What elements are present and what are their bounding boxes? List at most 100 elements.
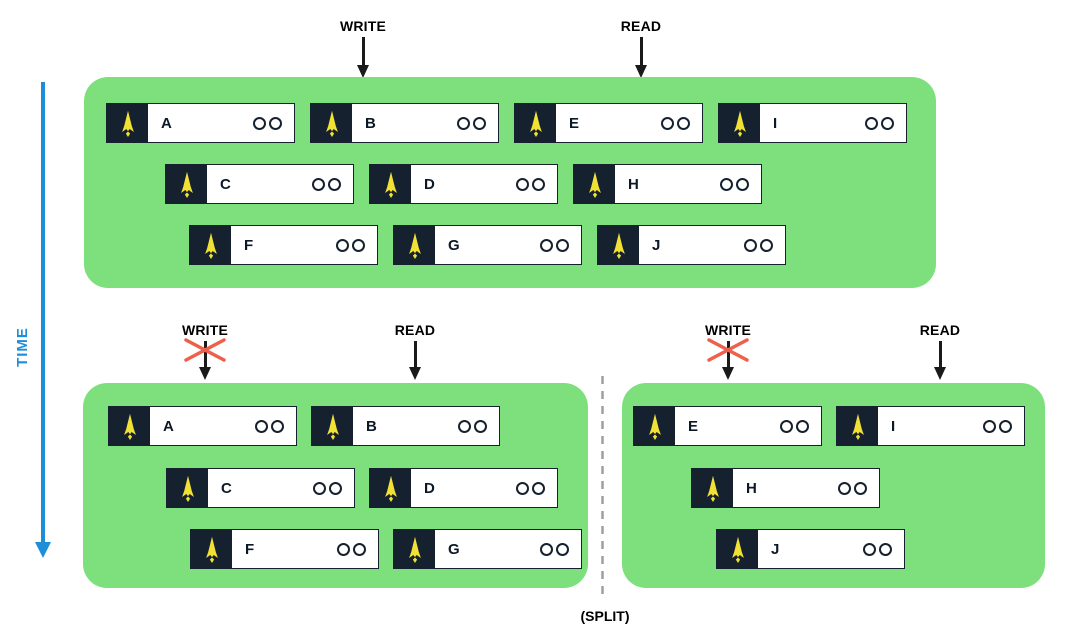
write-label: WRITE (181, 322, 229, 338)
replica-ring (312, 177, 325, 191)
node-label: J (771, 540, 780, 558)
node-label: A (161, 114, 172, 132)
node-label: F (245, 540, 255, 558)
node-label: J (652, 236, 661, 254)
node-j: J (716, 529, 905, 569)
split-divider-line (601, 376, 604, 600)
node-g: G (393, 225, 582, 265)
rocket-icon (166, 165, 207, 203)
read-label: READ (919, 322, 961, 338)
write-arrow-original: WRITE (328, 18, 398, 78)
replica-ring (760, 238, 773, 252)
replica-ring (796, 419, 809, 433)
node-a: A (106, 103, 295, 143)
replica-rings (516, 177, 545, 191)
time-arrow-line (41, 82, 45, 542)
replica-ring (532, 177, 545, 191)
rocket-icon (634, 407, 675, 445)
replica-rings (863, 542, 892, 556)
node-d: D (369, 164, 558, 204)
rocket-icon (109, 407, 150, 445)
write-label: WRITE (339, 18, 387, 34)
node-label: F (244, 236, 254, 254)
replica-ring (865, 116, 878, 130)
node-label: D (424, 479, 435, 497)
rocket-icon (717, 530, 758, 568)
node-label: H (746, 479, 757, 497)
node-i: I (836, 406, 1025, 446)
node-g: G (393, 529, 582, 569)
replica-ring (736, 177, 749, 191)
split-label: (SPLIT) (580, 608, 630, 624)
replica-ring (253, 116, 266, 130)
replica-ring (540, 542, 553, 556)
rocket-icon (394, 530, 435, 568)
read-arrow-partition-right: READ (905, 322, 975, 380)
node-b: B (310, 103, 499, 143)
replica-rings (253, 116, 282, 130)
arrowhead-icon (357, 65, 369, 78)
node-label: H (628, 175, 639, 193)
replica-ring (983, 419, 996, 433)
replica-rings (337, 542, 366, 556)
arrowhead-icon (635, 65, 647, 78)
node-label: B (365, 114, 376, 132)
replica-ring (474, 419, 487, 433)
rocket-icon (598, 226, 639, 264)
rocket-icon (719, 104, 760, 142)
replica-ring (353, 542, 366, 556)
node-e: E (514, 103, 703, 143)
node-label: G (448, 540, 460, 558)
replica-rings (540, 238, 569, 252)
rocket-icon (191, 530, 232, 568)
replica-ring (677, 116, 690, 130)
node-c: C (166, 468, 355, 508)
arrow-line (203, 341, 207, 367)
replica-rings (540, 542, 569, 556)
arrowhead-icon (722, 367, 734, 380)
replica-ring (337, 542, 350, 556)
replica-ring (516, 481, 529, 495)
replica-rings (312, 177, 341, 191)
replica-ring (720, 177, 733, 191)
replica-rings (458, 419, 487, 433)
read-arrow-partition-left: READ (380, 322, 450, 380)
arrowhead-icon (199, 367, 211, 380)
replica-ring (744, 238, 757, 252)
replica-rings (336, 238, 365, 252)
replica-rings (720, 177, 749, 191)
replica-ring (532, 481, 545, 495)
rocket-icon (692, 469, 733, 507)
replica-ring (780, 419, 793, 433)
replica-ring (313, 481, 326, 495)
replica-ring (457, 116, 470, 130)
read-label: READ (620, 18, 662, 34)
node-a: A (108, 406, 297, 446)
replica-ring (999, 419, 1012, 433)
node-label: G (448, 236, 460, 254)
write-arrow-partition-right: WRITE (693, 322, 763, 380)
node-label: I (891, 417, 896, 435)
replica-ring (255, 419, 268, 433)
rocket-icon (370, 165, 411, 203)
node-label: A (163, 417, 174, 435)
node-label: C (221, 479, 232, 497)
replica-ring (863, 542, 876, 556)
replica-ring (271, 419, 284, 433)
replica-rings (661, 116, 690, 130)
replica-ring (661, 116, 674, 130)
arrow-line (938, 341, 942, 367)
node-c: C (165, 164, 354, 204)
arrow-line (361, 37, 365, 65)
node-h: H (573, 164, 762, 204)
replica-ring (854, 481, 867, 495)
replica-ring (516, 177, 529, 191)
replica-rings (313, 481, 342, 495)
write-label: WRITE (704, 322, 752, 338)
node-label: E (688, 417, 699, 435)
read-arrow-original: READ (606, 18, 676, 78)
rocket-icon (574, 165, 615, 203)
rocket-icon (515, 104, 556, 142)
